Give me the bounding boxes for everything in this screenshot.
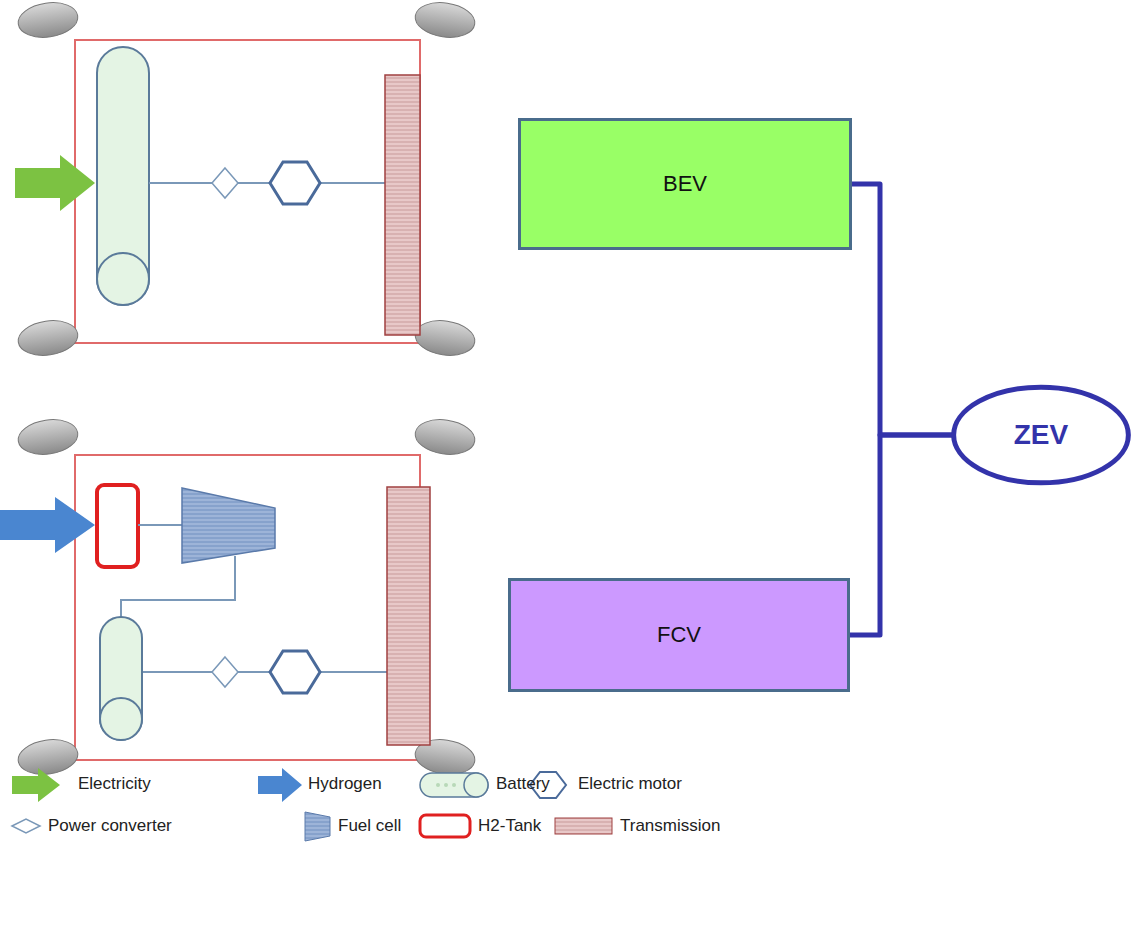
bracket-connector	[850, 435, 954, 635]
bev-chassis	[15, 0, 477, 359]
bracket-connector	[852, 184, 954, 435]
ellipse-shape	[954, 387, 1129, 483]
legend-text: Battery	[496, 774, 550, 794]
legend-text: Electric motor	[578, 774, 682, 794]
connector-line	[850, 435, 954, 635]
connector-line	[852, 184, 954, 435]
node-label: FCV	[657, 622, 701, 648]
legend-symbols	[12, 768, 612, 841]
legend-text: Power converter	[48, 816, 172, 836]
legend-text: Transmission	[620, 816, 720, 836]
legend-text: Hydrogen	[308, 774, 382, 794]
node-label: ZEV	[1014, 419, 1068, 451]
legend-text: Electricity	[78, 774, 151, 794]
legend-text: H2-Tank	[478, 816, 541, 836]
zev-ellipse: ZEV	[950, 383, 1132, 487]
node-label: BEV	[663, 171, 707, 197]
bev-box: BEV	[518, 118, 852, 250]
fcv-box: FCV	[508, 578, 850, 692]
legend-text: Fuel cell	[338, 816, 401, 836]
fcv-chassis	[0, 416, 477, 778]
